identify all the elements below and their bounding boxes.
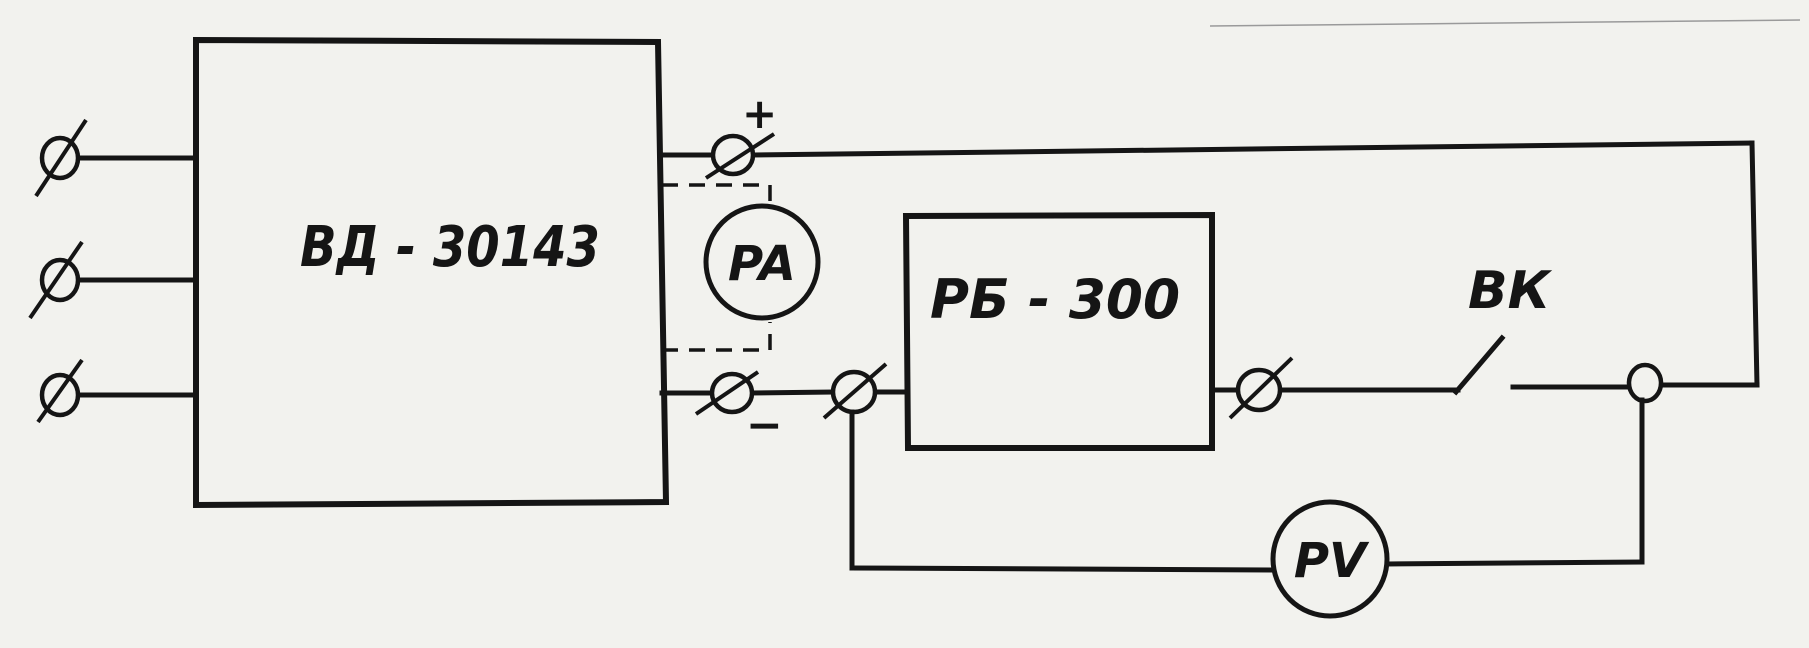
minus-sign: − [746,400,783,451]
input-terminal-1 [34,118,198,198]
scan-artifact-line [1209,19,1801,27]
rectifier-label: ВД - 30143 [300,215,600,280]
ammeter: PA [662,183,821,352]
plus-sign: + [742,89,777,138]
input-terminals [28,118,198,424]
resistor-box-label: РБ - 300 [930,268,1180,331]
input-terminal-2 [28,240,198,320]
switch: ВК [1452,261,1760,404]
voltmeter-branch: PV [849,397,1645,619]
voltmeter-label: PV [1294,533,1370,589]
resistor-output-terminal [1209,356,1461,420]
positive-output: + [659,89,1760,388]
rectifier-block: ВД - 30143 [193,36,670,509]
negative-output: − [659,370,835,451]
switch-label: ВК [1468,261,1553,321]
resistor-input-terminal [822,362,911,420]
resistor-box: РБ - 300 [902,211,1215,451]
ammeter-label: PA [728,236,796,292]
input-terminal-3 [36,358,198,424]
